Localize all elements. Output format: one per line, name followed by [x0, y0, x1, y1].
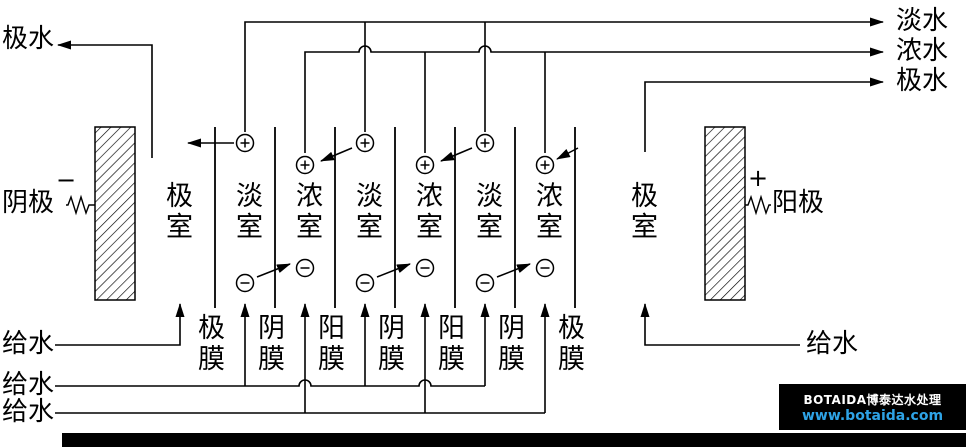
cathode-label: 阴极: [2, 188, 55, 218]
anion-icon: [475, 273, 495, 293]
concentrate-collector-pipe: [304, 45, 884, 153]
cation-icon: [235, 133, 255, 153]
feed-pipe-2: [55, 379, 485, 387]
left-electrode-water-pipe: [57, 40, 153, 158]
cation-icon: [355, 133, 375, 153]
anion-arrow-1: [256, 263, 291, 278]
chamber-label-dilute-2: 淡室: [351, 181, 382, 243]
feed-water-label-right: 给水: [806, 329, 859, 359]
cathode-sign: −: [56, 166, 77, 194]
right-feed-pipe: [640, 303, 800, 346]
watermark-brand: BOTAIDA博泰达水处理: [803, 392, 942, 407]
cation-arrow-2: [320, 147, 353, 162]
left-electrode-water-label: 极水: [2, 24, 55, 54]
feed-water-label-3: 给水: [2, 397, 55, 427]
membrane-lines: [214, 127, 576, 308]
anode-lead-zigzag: [745, 194, 771, 216]
chamber-label-electrode-right: 极室: [626, 181, 657, 243]
feed-water-label-1: 给水: [2, 329, 55, 359]
cation-icon: [535, 155, 555, 175]
bottom-black-bar: [62, 433, 966, 447]
fresh-water-label: 淡水: [896, 6, 949, 36]
feed-pipe-1: [55, 303, 185, 346]
anion-icon: [295, 258, 315, 278]
right-electrode-water-pipe: [644, 77, 884, 152]
anode-sign: +: [748, 164, 769, 192]
cathode-lead-zigzag: [66, 194, 95, 216]
anion-icon: [355, 273, 375, 293]
right-electrode-water-label: 极水: [896, 66, 949, 96]
anion-arrow-2: [376, 263, 411, 278]
chamber-label-concentrate-2: 浓室: [411, 181, 442, 243]
membrane-label-electrode-1: 极膜: [193, 313, 224, 375]
pipes: [55, 17, 884, 414]
watermark-box: BOTAIDA博泰达水处理 www.botaida.com: [779, 384, 966, 430]
cation-icon: [415, 155, 435, 175]
cation-arrow-4: [556, 147, 579, 160]
membrane-label-anion-1: 阴膜: [253, 313, 284, 375]
fresh-water-collector-pipe: [244, 17, 884, 132]
chamber-label-dilute-3: 淡室: [471, 181, 502, 243]
concentrate-water-label: 浓水: [896, 36, 949, 66]
cation-icon: [295, 155, 315, 175]
chamber-label-electrode-left: 极室: [161, 181, 192, 243]
anion-icon: [235, 273, 255, 293]
ion-arrows: [187, 138, 579, 278]
watermark-url: www.botaida.com: [801, 407, 944, 424]
chamber-label-concentrate-1: 浓室: [291, 181, 322, 243]
cation-symbols: [235, 133, 555, 175]
membrane-label-anion-2: 阴膜: [373, 313, 404, 375]
membrane-label-electrode-2: 极膜: [553, 313, 584, 375]
anion-symbols: [235, 258, 555, 293]
anion-icon: [535, 258, 555, 278]
chamber-label-concentrate-3: 浓室: [531, 181, 562, 243]
anion-arrow-3: [496, 263, 531, 278]
membrane-label-anion-3: 阴膜: [493, 313, 524, 375]
cation-arrow-3: [440, 147, 473, 162]
membrane-label-cation-1: 阳膜: [313, 313, 344, 375]
anode-label: 阳极: [772, 188, 825, 218]
cation-icon: [475, 133, 495, 153]
feed-water-label-2: 给水: [2, 370, 55, 400]
electrode-shapes: [66, 126, 771, 301]
cathode-plate: [94, 126, 136, 301]
anion-icon: [415, 258, 435, 278]
anode-plate: [704, 126, 746, 301]
chamber-label-dilute-1: 淡室: [231, 181, 262, 243]
membrane-label-cation-2: 阳膜: [433, 313, 464, 375]
